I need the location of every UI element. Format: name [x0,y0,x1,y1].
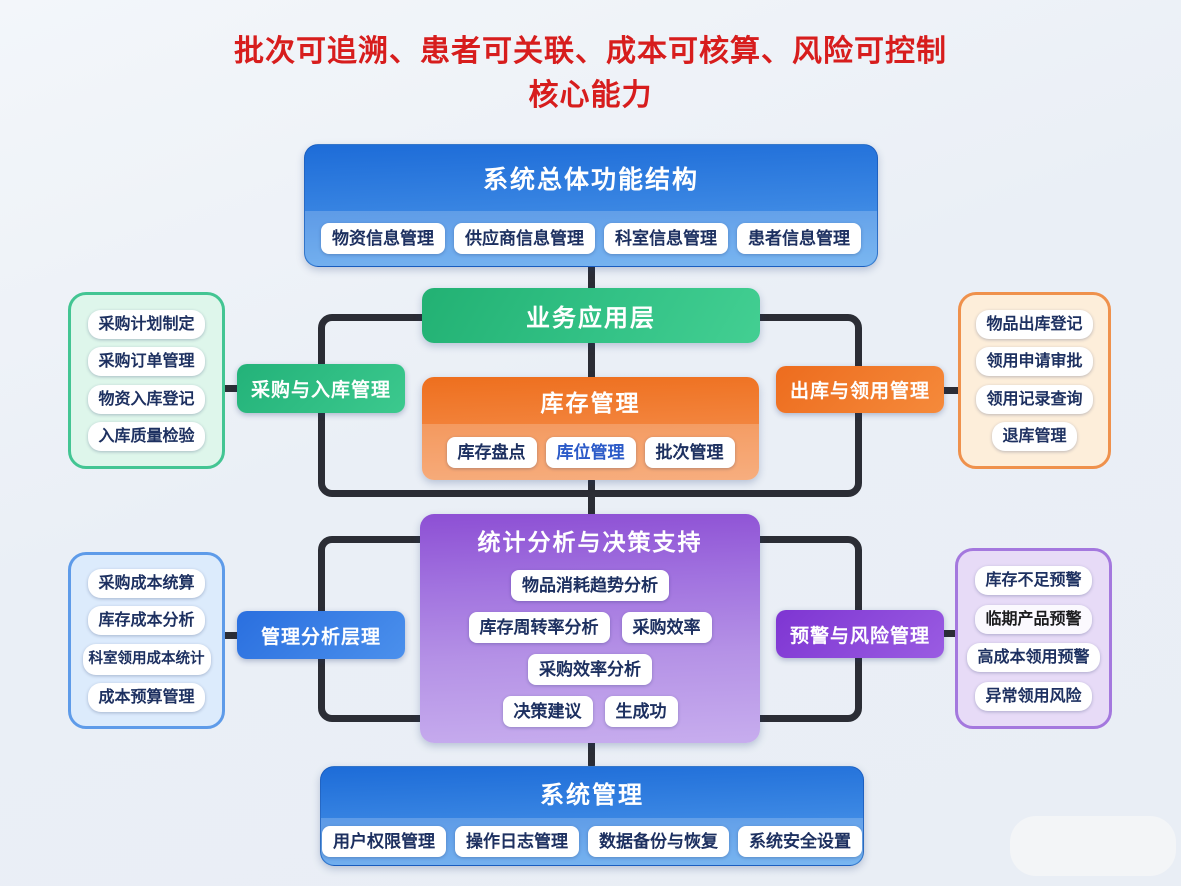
connector-analysis-panel [219,632,242,639]
analytics-item: 生成功 [604,696,678,727]
procurement-panel: 采购计划制定 采购订单管理 物资入库登记 入库质量检验 [68,292,225,469]
risk-item: 临期产品预警 [975,604,1092,634]
management-analysis-item: 科室领用成本统计 [82,643,211,675]
risk-label: 预警与风险管理 [776,610,944,658]
system-title: 系统管理 [540,782,644,809]
analytics-item: 物品消耗趋势分析 [511,570,669,601]
system-item: 数据备份与恢复 [588,826,729,857]
procurement-item: 采购订单管理 [88,347,205,377]
analytics-title: 统计分析与决策支持 [477,529,703,555]
procurement-label: 采购与入库管理 [237,364,405,413]
risk-item: 库存不足预警 [975,566,1092,596]
overview-title: 系统总体功能结构 [482,166,699,194]
connector-risk-panel [938,630,961,637]
system-item: 系统安全设置 [738,826,862,857]
page-title-line2: 核心能力 [528,79,653,112]
analytics-item: 决策建议 [502,696,593,727]
system-item: 用户权限管理 [322,826,446,857]
overview-items-row: 物资信息管理 供应商信息管理 科室信息管理 患者信息管理 [305,211,877,266]
risk-item: 异常领用风险 [975,681,1092,711]
overview-item: 物资信息管理 [321,223,445,254]
analytics-row: 库存周转率分析 采购效率 [420,612,760,643]
overview-item: 患者信息管理 [737,223,861,254]
watermark [1010,816,1176,876]
analytics-item: 库存周转率分析 [468,612,610,643]
system-items-row: 用户权限管理 操作日志管理 数据备份与恢复 系统安全设置 [321,818,863,865]
management-analysis-panel: 采购成本统算 库存成本分析 科室领用成本统计 成本预算管理 [68,552,225,729]
connector-business-to-inventory [588,342,595,379]
outbound-item: 物品出库登记 [976,309,1093,339]
connector-top-to-business [588,264,595,291]
outbound-item: 退库管理 [992,422,1077,452]
overview-item: 供应商信息管理 [454,223,595,254]
inventory-items-row: 库存盘点 库位管理 批次管理 [422,424,759,480]
management-analysis-item: 库存成本分析 [88,606,205,636]
page-title-line1: 批次可追溯、患者可关联、成本可核算、风险可控制 [234,35,947,68]
business-layer-box: 业务应用层 [422,288,760,343]
inventory-item: 库位管理 [545,436,636,468]
inventory-item: 批次管理 [644,436,735,468]
connector-analytics-to-system [588,741,595,767]
connector-inventory-to-analytics [588,479,595,517]
business-layer-title: 业务应用层 [526,305,656,332]
connector-outbound-panel [938,387,961,394]
analytics-row: 物品消耗趋势分析 [420,570,760,601]
page-title: 批次可追溯、患者可关联、成本可核算、风险可控制 核心能力 [0,30,1181,118]
overview-box: 系统总体功能结构 物资信息管理 供应商信息管理 科室信息管理 患者信息管理 [304,144,878,267]
system-box: 系统管理 用户权限管理 操作日志管理 数据备份与恢复 系统安全设置 [320,766,864,866]
analytics-items: 物品消耗趋势分析 库存周转率分析 采购效率 采购效率分析 决策建议 生成功 [420,566,760,743]
management-analysis-item: 成本预算管理 [88,682,205,712]
analytics-item: 采购效率分析 [528,654,652,685]
risk-panel: 库存不足预警 临期产品预警 高成本领用预警 异常领用风险 [955,548,1112,729]
outbound-label: 出库与领用管理 [776,366,944,413]
procurement-item: 入库质量检验 [88,422,205,452]
inventory-item: 库存盘点 [446,436,537,468]
system-item: 操作日志管理 [455,826,579,857]
outbound-item: 领用申请审批 [976,347,1093,377]
procurement-item: 物资入库登记 [88,384,205,414]
analytics-row: 决策建议 生成功 [420,696,760,727]
inventory-box: 库存管理 库存盘点 库位管理 批次管理 [422,377,759,480]
procurement-item: 采购计划制定 [88,309,205,339]
analytics-row: 采购效率分析 [420,654,760,685]
analytics-item: 采购效率 [621,612,712,643]
risk-item: 高成本领用预警 [967,643,1100,673]
analytics-box: 统计分析与决策支持 物品消耗趋势分析 库存周转率分析 采购效率 采购效率分析 决… [420,514,760,743]
connector-procurement-panel [219,385,242,392]
overview-item: 科室信息管理 [604,223,728,254]
outbound-item: 领用记录查询 [976,384,1093,414]
management-analysis-item: 采购成本统算 [88,569,205,599]
outbound-panel: 物品出库登记 领用申请审批 领用记录查询 退库管理 [958,292,1111,469]
inventory-title: 库存管理 [540,389,641,416]
management-analysis-label: 管理分析层理 [237,611,405,659]
